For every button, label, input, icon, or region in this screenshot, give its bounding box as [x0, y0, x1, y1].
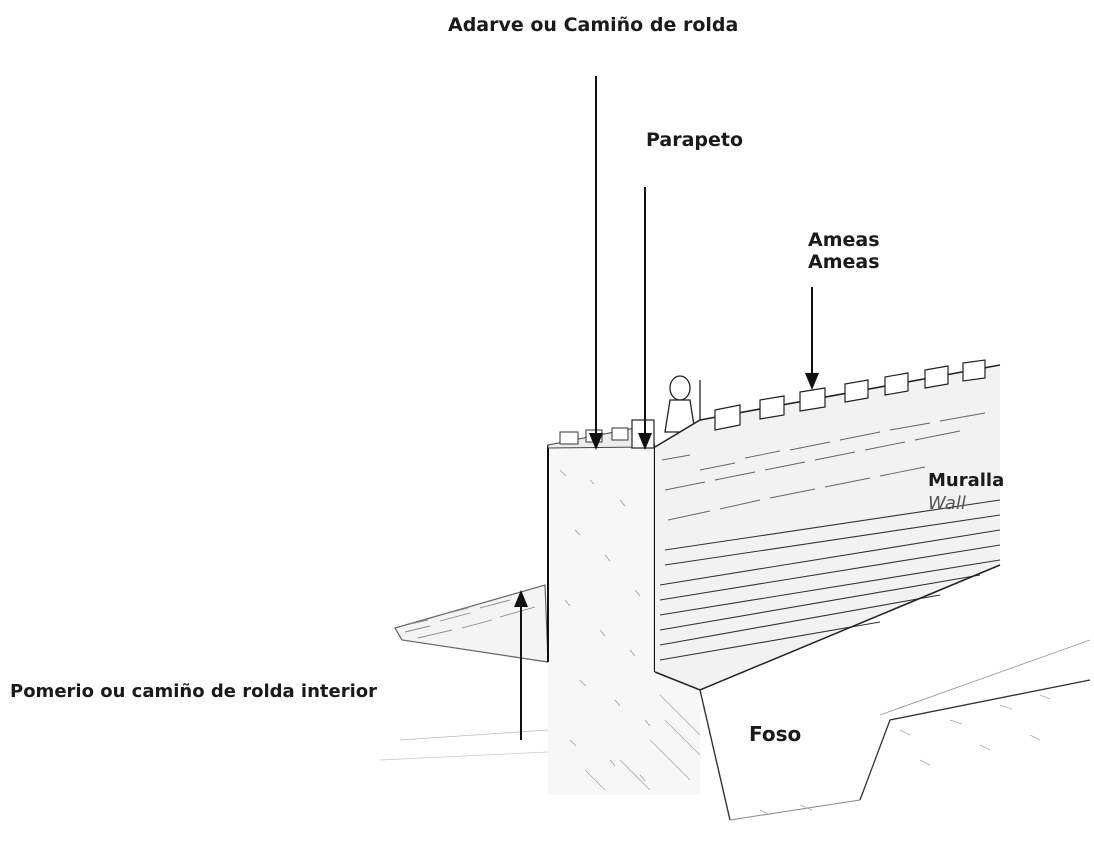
adarve-label: Adarve ou Camiño de rolda — [448, 14, 739, 36]
label-arrows — [514, 76, 819, 740]
soldier-figure — [664, 375, 701, 433]
parapeto-arrow — [638, 187, 652, 450]
wall-face — [654, 359, 1001, 691]
ameas-label-line-2: Ameas — [808, 251, 880, 274]
ameas-label-line-1: Ameas — [808, 229, 880, 251]
foso-label: Foso — [749, 722, 802, 746]
pomerio-label: Pomerio ou camiño de rolda interior — [10, 681, 377, 702]
ameas-arrow — [805, 287, 819, 390]
parapeto-label: Parapeto — [646, 129, 744, 151]
muralla-label-line-2: Wall — [928, 492, 966, 514]
muralla-label-line-1: Muralla — [928, 470, 1005, 491]
muralla-label: Muralla Wall — [928, 470, 1004, 515]
ameas-label: Ameas Ameas — [808, 229, 880, 274]
moat-ground — [379, 639, 1091, 821]
pomerio-arrow — [514, 590, 528, 740]
adarve-arrow — [589, 76, 603, 450]
inner-walkway — [394, 584, 549, 663]
